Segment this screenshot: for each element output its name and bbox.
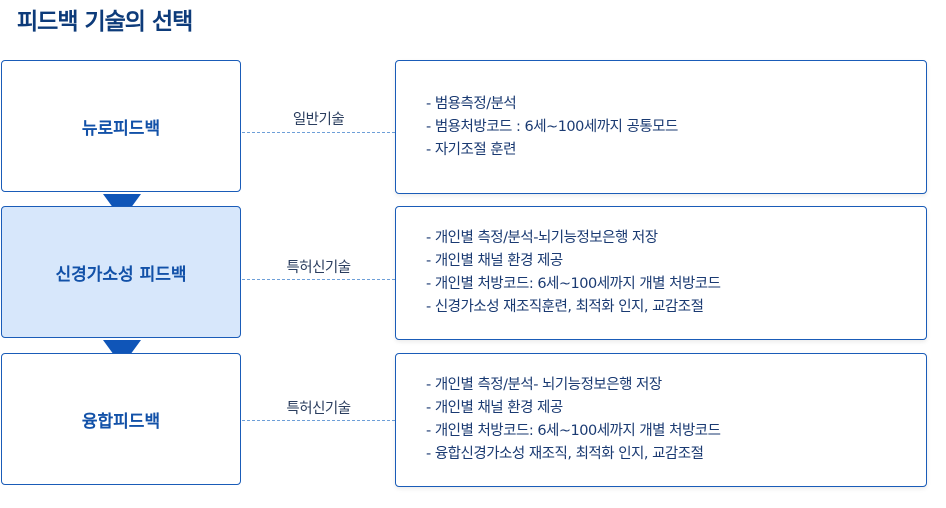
feature-item: - 개인별 측정/분석- 뇌기능정보은행 저장 [426, 377, 662, 393]
connector-label: 일반기술 [292, 112, 345, 128]
feature-item: - 개인별 처방코드: 6세~100세까지 개별 처방코드 [426, 423, 721, 439]
feature-item: - 범용측정/분석 [426, 95, 517, 112]
feature-list-neuroplasticity: - 개인별 측정/분석-뇌기능정보은행 저장 - 개인별 채널 환경 제공 - … [395, 206, 927, 340]
stage-neurofeedback: 뉴로피드백 [1, 60, 241, 192]
dashed-connector [242, 279, 395, 280]
connector-label: 특허신기술 [286, 260, 351, 276]
stage-neuroplasticity-feedback: 신경가소성 피드백 [1, 206, 241, 338]
dashed-connector [242, 132, 395, 133]
feature-list-neurofeedback: - 범용측정/분석 - 범용처방코드 : 6세~100세까지 공통모드 - 자기… [395, 60, 927, 194]
feature-list-fusion: - 개인별 측정/분석- 뇌기능정보은행 저장 - 개인별 채널 환경 제공 -… [395, 353, 927, 487]
feature-item: - 융합신경가소성 재조직, 최적화 인지, 교감조절 [426, 446, 704, 462]
feature-item: - 개인별 채널 환경 제공 [426, 253, 563, 269]
feature-item: - 자기조절 훈련 [426, 141, 517, 158]
dashed-connector [242, 420, 395, 421]
feature-item: - 신경가소성 재조직훈련, 최적화 인지, 교감조절 [426, 299, 704, 315]
page-title: 피드백 기술의 선택 [17, 9, 193, 35]
feature-item: - 개인별 처방코드: 6세~100세까지 개별 처방코드 [426, 276, 721, 292]
feature-item: - 개인별 측정/분석-뇌기능정보은행 저장 [426, 230, 658, 246]
connector-label: 특허신기술 [286, 401, 351, 417]
feature-item: - 범용처방코드 : 6세~100세까지 공통모드 [426, 118, 678, 135]
stage-fusion-feedback: 융합피드백 [1, 353, 241, 485]
feature-item: - 개인별 채널 환경 제공 [426, 400, 563, 416]
